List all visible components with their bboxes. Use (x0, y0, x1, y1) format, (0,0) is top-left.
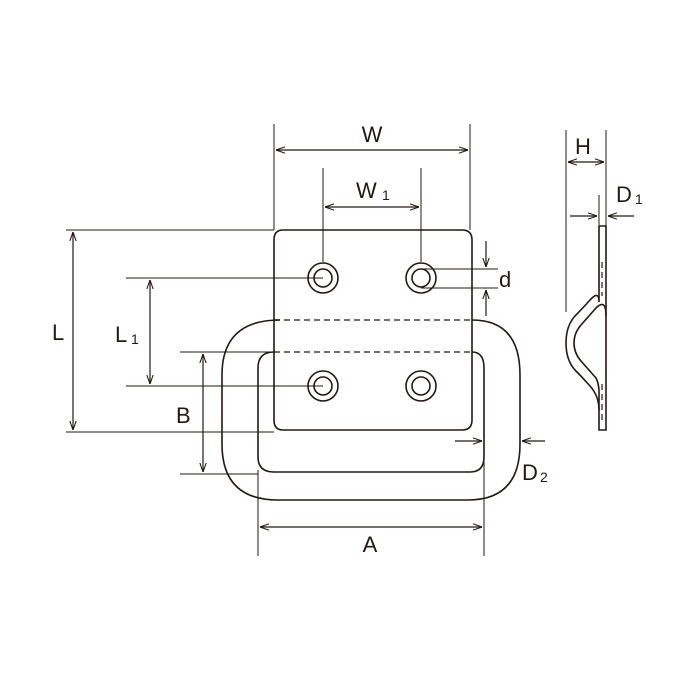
label-d2: D (522, 460, 538, 485)
dimension-d2: D 2 (455, 440, 548, 485)
label-d2-sub: 2 (540, 469, 548, 485)
label-d: d (499, 267, 511, 292)
dimension-l1: L 1 (115, 277, 323, 387)
label-a: A (363, 532, 378, 557)
label-w1: W (356, 178, 377, 203)
dimension-a: A (257, 470, 485, 557)
base-plate (273, 229, 473, 431)
dimension-d: d (421, 241, 511, 316)
label-h: H (575, 134, 591, 159)
label-b: B (176, 403, 191, 428)
dimension-w: W (273, 122, 471, 230)
dimension-d1: D 1 (570, 182, 643, 226)
label-l: L (52, 320, 64, 345)
hole-bottom-right (405, 370, 437, 402)
handle-ring (221, 319, 521, 501)
dimension-w1: W 1 (322, 168, 422, 262)
side-view (565, 225, 607, 431)
dimension-b: B (176, 351, 274, 475)
label-d1: D (616, 182, 632, 207)
label-w1-sub: 1 (382, 187, 390, 203)
mounting-holes (307, 262, 437, 402)
label-l1: L (115, 322, 127, 347)
label-l1-sub: 1 (131, 331, 139, 347)
label-w: W (362, 122, 383, 147)
label-d1-sub: 1 (635, 191, 643, 207)
dimension-l: L (52, 229, 274, 433)
dimension-h: H (565, 130, 607, 312)
